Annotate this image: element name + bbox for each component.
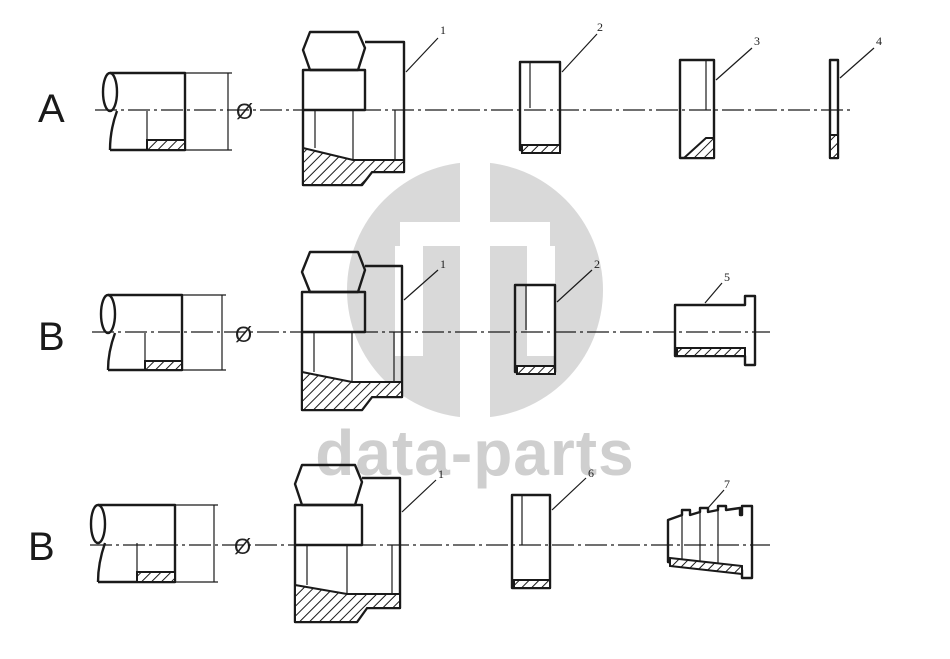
- callout-label: 3: [754, 34, 760, 48]
- pipe-end: [89, 503, 218, 584]
- part-4-gasket: [828, 58, 840, 160]
- row-letter: B: [38, 315, 65, 359]
- callout-label: 1: [440, 23, 446, 37]
- union-nut: [293, 463, 402, 624]
- row-letter: B: [28, 525, 55, 569]
- pipe-end: [99, 293, 226, 372]
- part-3-ring: [678, 58, 716, 160]
- callouts: 1 2 3 4: [405, 20, 882, 81]
- part-5-sleeve: [673, 294, 757, 367]
- part-2-ring: [513, 283, 557, 375]
- callouts: 1 2 5: [403, 257, 730, 304]
- callout-label: 7: [724, 477, 730, 491]
- diameter-symbol: Ø: [234, 534, 251, 559]
- watermark-logo-stem: [460, 160, 490, 420]
- callout-label: 1: [438, 467, 444, 481]
- part-2-ring: [518, 60, 562, 154]
- union-nut: [301, 30, 406, 187]
- row-letter: A: [38, 87, 65, 131]
- watermark: data-parts: [315, 160, 634, 489]
- part-6-ring: [510, 493, 552, 590]
- diameter-symbol: Ø: [236, 99, 253, 124]
- row-b-second: B Ø: [28, 463, 770, 624]
- diameter-symbol: Ø: [235, 322, 252, 347]
- callout-label: 4: [876, 34, 882, 48]
- row-b: B Ø 1: [38, 250, 770, 412]
- part-7-barbed-insert: [666, 504, 754, 580]
- callout-label: 2: [597, 20, 603, 34]
- row-a: A Ø: [38, 20, 882, 187]
- callout-label: 1: [440, 257, 446, 271]
- callout-label: 5: [724, 270, 730, 284]
- pipe-end: [101, 71, 232, 152]
- callout-label: 2: [594, 257, 600, 271]
- callouts: 1 6 7: [401, 466, 730, 513]
- callout-label: 6: [588, 466, 594, 480]
